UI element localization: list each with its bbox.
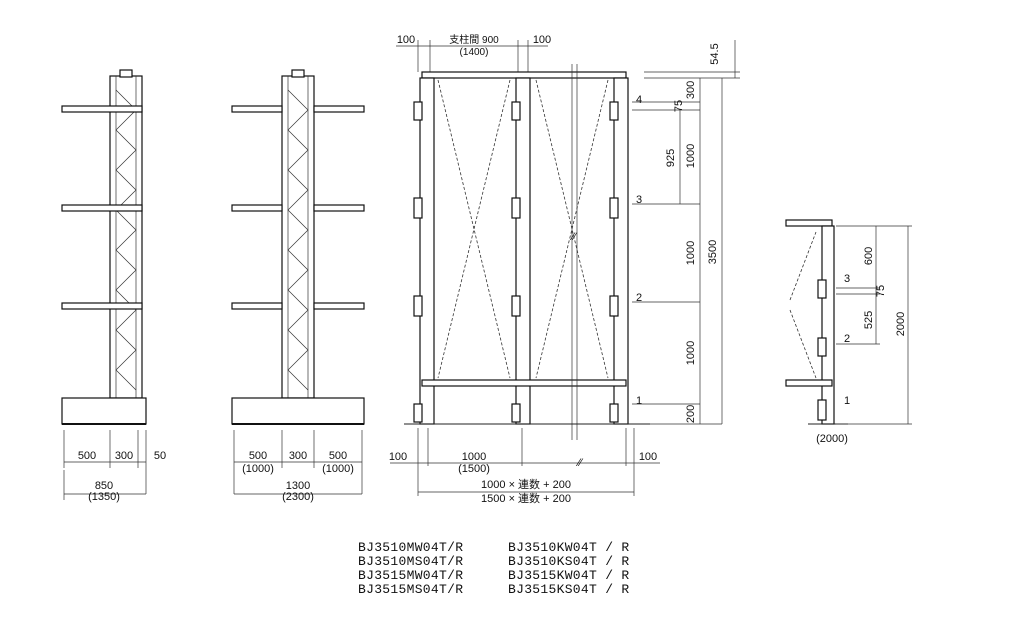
small-bottom-beam <box>785 379 833 387</box>
side2-base <box>231 397 365 425</box>
side2-arm-mid-left <box>231 204 283 212</box>
small-side-view: 3 2 1 600 75 525 2000 (2000) <box>785 219 912 445</box>
side2-dim-arm-left-alt: (1000) <box>242 463 274 475</box>
model-list: BJ3510MW04T/R BJ3510MS04T/R BJ3515MW04T/… <box>358 540 630 597</box>
side2-dim-arm-right-alt: (1000) <box>322 463 354 475</box>
small-top-beam <box>785 219 833 227</box>
model-right-2: BJ3510KS04T / R <box>508 554 630 569</box>
side1-dim-col: 300 <box>115 450 133 462</box>
side1-dim-arm: 500 <box>78 450 96 462</box>
front-level-2: 2 <box>636 292 642 304</box>
front-dim-break-mark: ⁄⁄ <box>575 457 584 469</box>
side2-arm-mid-right <box>313 204 365 212</box>
side-view-single: 500 300 50 850 (1350) <box>61 69 166 503</box>
side2-dim-arm-left: 500 <box>249 450 267 462</box>
small-level-1: 1 <box>844 395 850 407</box>
front-dim-span: 1000 <box>462 451 486 463</box>
side2-arm-low-right <box>313 302 365 310</box>
side2-dim-col: 300 <box>289 450 307 462</box>
front-bottom-beam <box>421 379 627 387</box>
model-left-3: BJ3515MW04T/R <box>358 568 463 583</box>
front-dim-300: 300 <box>685 81 697 99</box>
front-brace-d <box>535 79 609 379</box>
side2-lattice <box>287 89 309 391</box>
front-dim-200: 200 <box>685 405 697 423</box>
side-view-double: 500 (1000) 300 500 (1000) 1300 (2300) <box>231 69 365 503</box>
front-dim-top-left: 100 <box>397 34 415 46</box>
front-formula-2: 1500 × 連数 + 200 <box>481 491 571 505</box>
small-column <box>821 225 835 425</box>
model-left-4: BJ3515MS04T/R <box>358 582 463 597</box>
front-dim-1000-a: 1000 <box>685 144 697 168</box>
front-formula-1: 1000 × 連数 + 200 <box>481 477 571 491</box>
front-brace-b <box>437 79 511 379</box>
side2-arm-top-left <box>231 105 283 113</box>
front-dim-column-spacing-alt: (1400) <box>460 47 489 58</box>
side1-column <box>109 75 143 399</box>
model-right-3: BJ3515KW04T / R <box>508 568 630 583</box>
small-level-3: 3 <box>844 273 850 285</box>
side2-column <box>281 75 315 399</box>
side2-dim-total-alt: (2300) <box>282 491 314 503</box>
front-break-symbol: ⁄⁄ <box>569 231 578 243</box>
model-right-1: BJ3510KW04T / R <box>508 540 630 555</box>
front-dim-total: 3500 <box>707 240 719 264</box>
side1-arm-mid <box>61 204 143 212</box>
side2-arm-low-left <box>231 302 283 310</box>
front-column-3 <box>613 77 629 425</box>
front-dim-top-offset: 54.5 <box>709 43 721 64</box>
side1-dim-total: 850 <box>95 480 113 492</box>
side1-dim-total-alt: (1350) <box>88 491 120 503</box>
front-level-3: 3 <box>636 194 642 206</box>
small-dim-75: 75 <box>875 285 887 297</box>
side2-dim-total: 1300 <box>286 480 310 492</box>
front-level-4: 4 <box>636 94 642 106</box>
front-dim-bottom-right: 100 <box>639 451 657 463</box>
front-view: 100 支柱間 900 (1400) 100 ⁄⁄ <box>389 33 740 505</box>
side1-base <box>61 397 147 425</box>
front-dim-1000-b: 1000 <box>685 241 697 265</box>
side2-arm-top-right <box>313 105 365 113</box>
small-level-2: 2 <box>844 333 850 345</box>
side2-dim-arm-right: 500 <box>329 450 347 462</box>
small-dim-525: 525 <box>863 311 875 329</box>
front-dim-925: 925 <box>665 149 677 167</box>
front-brace-a <box>437 79 511 379</box>
front-dim-top-right: 100 <box>533 34 551 46</box>
front-brace-c <box>535 79 609 379</box>
side1-lattice <box>115 89 137 391</box>
front-dim-bottom-left: 100 <box>389 451 407 463</box>
side1-arm-low <box>61 302 143 310</box>
small-dim-width-alt: (2000) <box>816 433 848 445</box>
front-level-1: 1 <box>636 395 642 407</box>
front-top-beam <box>421 71 627 79</box>
front-dim-1000-c: 1000 <box>685 341 697 365</box>
small-dim-total: 2000 <box>895 312 907 336</box>
front-dim-75: 75 <box>673 100 685 112</box>
side1-dim-tip: 50 <box>154 450 166 462</box>
small-dim-600: 600 <box>863 247 875 265</box>
front-column-1 <box>419 77 435 425</box>
model-left-1: BJ3510MW04T/R <box>358 540 463 555</box>
model-left-2: BJ3510MS04T/R <box>358 554 463 569</box>
front-column-2 <box>515 77 531 425</box>
front-dim-span-alt: (1500) <box>458 463 490 475</box>
model-right-4: BJ3515KS04T / R <box>508 582 630 597</box>
side1-arm-top <box>61 105 143 113</box>
front-dim-column-spacing: 支柱間 900 <box>449 33 499 46</box>
